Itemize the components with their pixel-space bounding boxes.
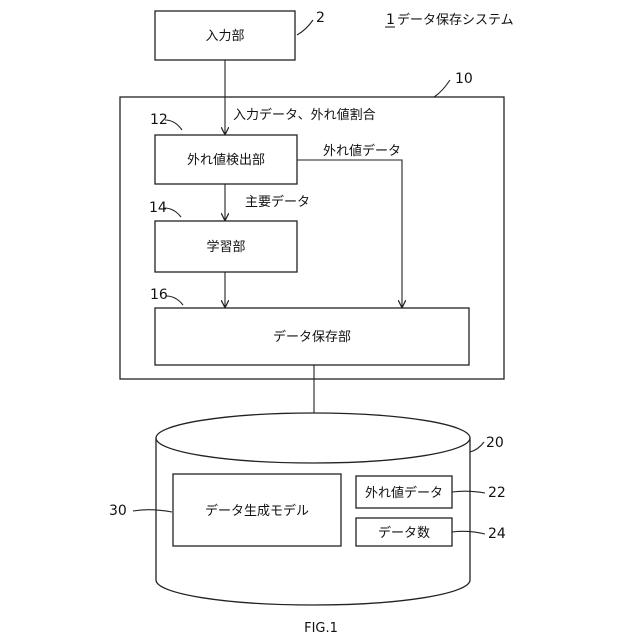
learning-unit-label: 学習部 <box>206 239 245 255</box>
device-ref: 10 <box>455 71 473 87</box>
device-leader <box>434 80 450 97</box>
data-count-box-ref: 24 <box>488 526 506 542</box>
main-data-label: 主要データ <box>245 194 310 210</box>
data-count-box-label: データ数 <box>378 525 430 541</box>
storage-ref: 20 <box>486 435 504 451</box>
system-title: データ保存システム <box>397 12 514 28</box>
outlier-detector-label: 外れ値検出部 <box>187 152 265 168</box>
system-ref: 1 <box>386 12 395 28</box>
input-unit-leader <box>297 20 313 35</box>
data-storage-unit-label: データ保存部 <box>273 329 351 345</box>
storage-cylinder-top <box>156 413 470 463</box>
input-unit-label: 入力部 <box>205 29 244 44</box>
figure-caption: FIG.1 <box>304 621 338 636</box>
outlier-data-box-ref: 22 <box>488 485 506 501</box>
storage-leader <box>470 442 484 452</box>
data-storage-unit-ref: 16 <box>150 287 168 303</box>
generation-model-label: データ生成モデル <box>205 503 309 519</box>
outlier-data-flow-label: 外れ値データ <box>323 143 401 159</box>
input-data-label: 入力データ、外れ値割合 <box>233 107 376 123</box>
outlier-data-box-label: 外れ値データ <box>365 485 443 501</box>
generation-model-ref: 30 <box>109 503 127 519</box>
input-unit-ref: 2 <box>316 10 325 26</box>
